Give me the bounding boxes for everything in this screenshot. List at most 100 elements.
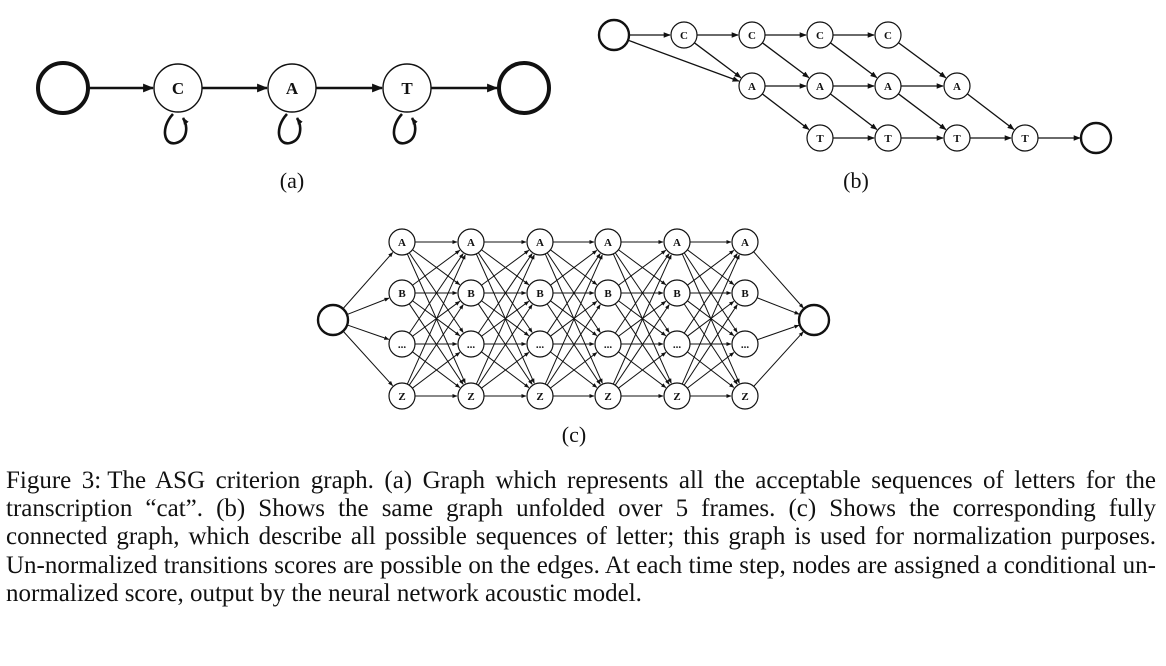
panel-c-node-ellipsis [526,330,554,358]
panel-b-edge [898,42,947,79]
panel-b-node-a-label: A [884,81,892,93]
panel-c-edge [412,352,461,389]
panel-c-node-a-label: A [604,237,612,249]
panel-b-edge [966,93,1015,131]
panel-c-node-a [457,228,485,256]
panel-c-edge [614,253,670,334]
panel-c-edge [681,254,740,385]
panel-c-node-b [526,279,554,307]
panel-c-edge [618,352,667,389]
panel-c-edge [753,251,804,309]
panel-c-node-z [731,382,759,410]
panel-c-edge [346,297,390,315]
panel-c-node-b [731,279,759,307]
panel-a-node-t-label: T [401,79,413,98]
panel-c-node-ellipsis-label: ... [604,339,613,351]
panel-b-node-t-label: T [1021,133,1029,145]
figure-caption-label: Figure 3: [6,467,102,494]
panel-b-edge [830,42,878,79]
panel-a-end-node [497,61,551,115]
panel-c-node-z [594,382,622,410]
panel-c-node-b-label: B [467,288,475,300]
panel-b-node-c-label: C [816,30,824,42]
panel-c-node-ellipsis [663,330,691,358]
panel-c-node-b [663,279,691,307]
panel-c-node-ellipsis-label: ... [398,339,407,351]
panel-c-node-ellipsis [594,330,622,358]
panel-b-node-a-label: A [816,81,824,93]
panel-c-edge [550,249,598,286]
panel-c-edge [550,352,598,389]
panel-b-node-a [874,72,902,100]
panel-c-node-ellipsis-label: ... [467,339,476,351]
panel-b-edge [627,39,740,82]
panel-c-node-b-label: B [536,288,544,300]
panel-c-edge [408,304,464,386]
panel-c-node-z-label: Z [741,391,748,403]
panel-c-edge [481,352,530,389]
panel-a-node-a-label: A [286,79,299,98]
panel-b-edge [694,42,742,79]
panel-a-node-c-label: C [172,79,184,98]
panel-b-node-c-label: C [680,30,688,42]
panel-b-edge [762,42,810,79]
panel-c-edge [683,304,738,386]
panel-c-node-b-label: B [604,288,612,300]
panel-c-edge [756,297,800,315]
panel-c-node-ellipsis-label: ... [741,339,750,351]
panel-c-end-node [797,303,831,337]
panel-c-node-a-label: A [741,237,749,249]
panel-b-edge [761,93,810,131]
panel-c-node-a [663,228,691,256]
panel-c-edge [546,304,601,386]
panel-c-edge [757,324,800,341]
panel-c-node-ellipsis [457,330,485,358]
panel-c-edge [614,304,670,386]
panel-b-edge [897,93,947,131]
panel-c-node-z-label: Z [604,391,611,403]
panel-b-node-c [806,21,834,49]
panel-c-edge [546,253,601,334]
figure-caption-text: The ASG criterion graph. (a) Graph which… [6,467,1156,607]
panel-b-edge [829,93,878,131]
panel-c-node-z [457,382,485,410]
panel-c-node-a-label: A [398,237,406,249]
panel-b-node-c [670,21,698,49]
panel-c-edge [687,352,735,389]
panel-c-node-z-label: Z [398,391,405,403]
panel-b-label: (b) [843,168,869,193]
panel-c-node-z [388,382,416,410]
panel-c-node-b-label: B [398,288,406,300]
panel-c-edge [612,254,672,385]
panel-b-node-t-label: T [816,133,824,145]
panel-b-node-a-label: A [748,81,756,93]
panel-c-node-a-label: A [467,237,475,249]
panel-c-node-a [388,228,416,256]
panel-b-node-c [874,21,902,49]
panel-b-node-t-label: T [884,133,892,145]
panel-a-label: (a) [280,168,304,193]
panel-b-node-a-label: A [953,81,961,93]
panel-c-node-ellipsis-label: ... [673,339,682,351]
panel-b-node-c [738,21,766,49]
panel-c-node-a [731,228,759,256]
panel-c-edge [683,253,738,334]
panel-c-edge [477,253,533,334]
panel-c-node-b-label: B [741,288,749,300]
panel-b-node-t [943,124,971,152]
panel-c-edge [406,254,466,385]
panel-c-edge [475,254,535,385]
panel-c-node-z [526,382,554,410]
panel-c-node-b [594,279,622,307]
panel-b-start-node [597,18,631,52]
panel-c-edge [481,249,530,286]
figure-caption: Figure 3:The ASG criterion graph. (a) Gr… [6,467,1156,608]
panel-b-node-t [874,124,902,152]
panel-c-node-z-label: Z [467,391,474,403]
panel-c-node-z-label: Z [673,391,680,403]
panel-c-node-b [388,279,416,307]
panel-c-node-ellipsis [731,330,759,358]
panel-b-node-t [806,124,834,152]
